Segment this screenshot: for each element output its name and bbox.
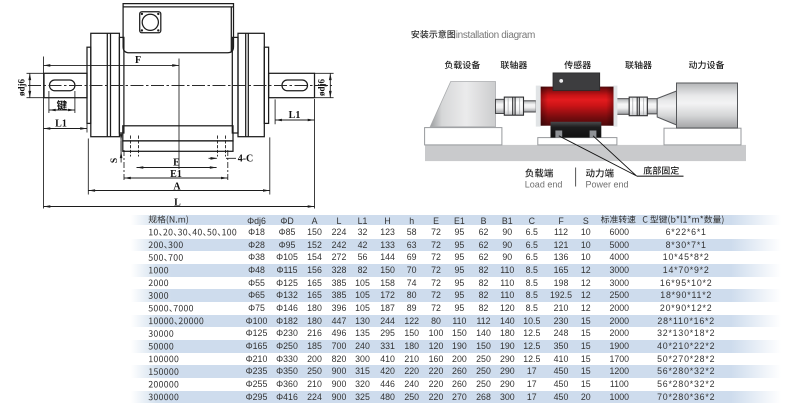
- svg-text:L1: L1: [55, 119, 67, 130]
- svg-text:L: L: [174, 197, 181, 208]
- svg-text:4-C: 4-C: [238, 154, 254, 165]
- svg-text:L1: L1: [289, 110, 301, 121]
- svg-text:F: F: [135, 55, 141, 66]
- svg-text:E1: E1: [170, 169, 182, 180]
- svg-text:A: A: [173, 181, 181, 192]
- svg-text:E: E: [173, 158, 180, 169]
- svg-text:ødj6: ødj6: [316, 79, 326, 97]
- svg-text:Load end: Load end: [525, 179, 563, 189]
- svg-text:S: S: [110, 158, 120, 163]
- svg-text:ødj6: ødj6: [17, 79, 27, 97]
- svg-text:installation diagram: installation diagram: [456, 30, 535, 41]
- svg-text:Power end: Power end: [586, 179, 629, 189]
